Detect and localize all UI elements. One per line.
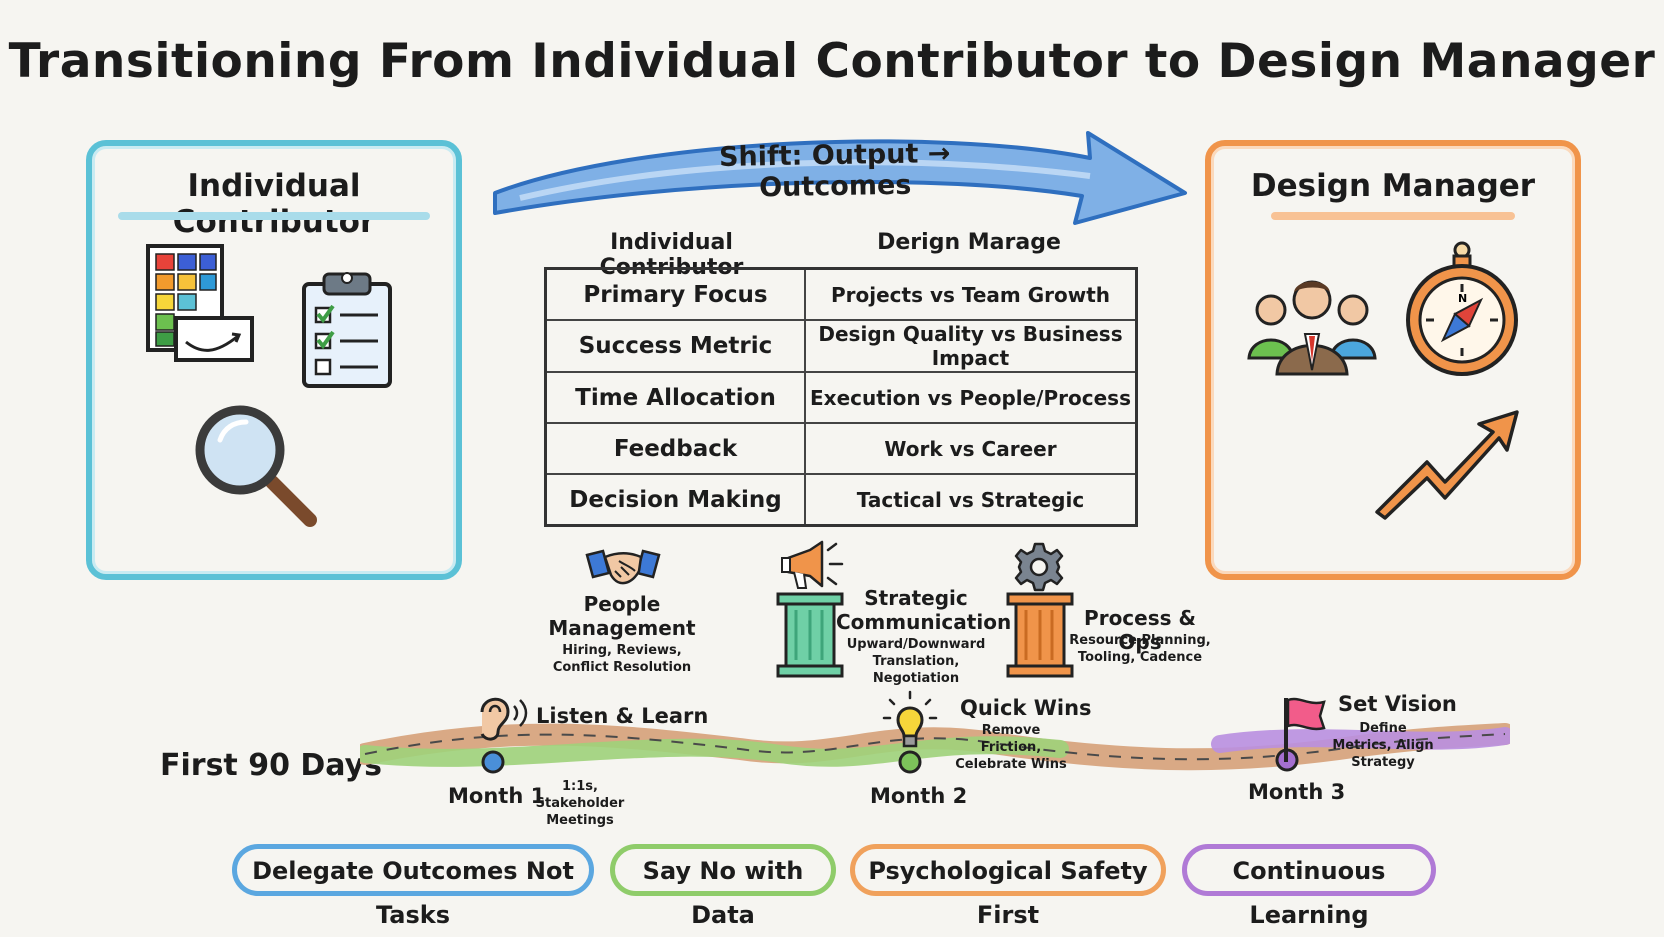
ic-title-underline [118, 212, 430, 220]
milestone-sub: Define Metrics, Align Strategy [1332, 721, 1434, 770]
row-value: Tactical vs Strategic [804, 473, 1138, 527]
shift-arrow [493, 131, 1187, 225]
row-value: Work vs Career [804, 422, 1138, 475]
dm-panel: Design Manager N [1205, 140, 1581, 580]
milestone-month: Month 3 [1248, 780, 1346, 804]
milestone-title: Quick Wins [960, 696, 1092, 720]
milestone-title: Listen & Learn [536, 704, 709, 728]
orange-pillar [1006, 592, 1074, 678]
magnifying-glass-icon [195, 405, 317, 527]
timeline-road [360, 723, 1510, 774]
table-row: Feedback Work vs Career [544, 422, 1138, 475]
row-value: Design Quality vs Business Impact [804, 319, 1138, 373]
milestone-sub: Remove Friction, Celebrate Wins [955, 723, 1067, 772]
row-label: Feedback [544, 422, 806, 475]
color-palette-icon [146, 244, 254, 362]
table-row: Time Allocation Execution vs People/Proc… [544, 371, 1138, 424]
principle-pill: Psychological Safety First [850, 844, 1166, 929]
ic-panel: Individual Contributor [86, 140, 462, 580]
handshake-icon [585, 549, 661, 585]
milestone-month: Month 2 [870, 784, 968, 808]
growth-arrow-icon [1375, 410, 1519, 520]
row-label: Time Allocation [544, 371, 806, 424]
table-row: Primary Focus Projects vs Team Growth [544, 267, 1138, 321]
compass-icon: N [1406, 241, 1518, 376]
skill-title: Process & Ops [1084, 606, 1196, 654]
gear-icon [1014, 542, 1064, 592]
milestone-title: Set Vision [1338, 692, 1457, 716]
table-row: Success Metric Design Quality vs Busines… [544, 319, 1138, 373]
shift-label: Shift: Output → Outcomes [718, 137, 951, 204]
dm-panel-title: Design Manager [1250, 168, 1536, 204]
row-value: Execution vs People/Process [804, 371, 1138, 424]
page-title: Transitioning From Individual Contributo… [8, 34, 1656, 89]
skill-sub: Hiring, Reviews, Conflict Resolution [552, 643, 692, 675]
table-row: Decision Making Tactical vs Strategic [544, 473, 1138, 527]
row-label: Success Metric [544, 319, 806, 373]
skill-title: Strategic Communication [836, 586, 1012, 634]
milestone-month: Month 1 [448, 784, 546, 808]
ic-panel-title: Individual Contributor [172, 168, 376, 240]
megaphone-icon [781, 540, 844, 589]
row-label: Primary Focus [544, 267, 806, 321]
timeline-label: First 90 Days [160, 748, 383, 783]
team-people-icon [1247, 280, 1377, 376]
row-label: Decision Making [544, 473, 806, 527]
lightbulb-icon [882, 690, 938, 748]
skill-sub: Resource Planning, Tooling, Cadence [1069, 633, 1211, 665]
skill-title: People Management [548, 592, 696, 640]
skill-sub: Upward/Downward Translation, Negotiation [846, 637, 986, 686]
milestone-sub: 1:1s, Stakeholder Meetings [535, 779, 625, 828]
principle-pill: Delegate Outcomes Not Tasks [232, 844, 594, 929]
principle-pill: Continuous Learning [1182, 844, 1436, 929]
flag-icon [1284, 697, 1326, 762]
dm-title-underline [1271, 212, 1515, 220]
comparison-table: Primary Focus Projects vs Team Growth Su… [544, 267, 1138, 527]
clipboard-checklist-icon [302, 272, 392, 388]
green-pillar [776, 592, 844, 678]
principle-pill: Say No with Data [610, 844, 836, 929]
ear-icon [480, 697, 528, 741]
svg-text:N: N [1458, 292, 1467, 305]
row-value: Projects vs Team Growth [804, 267, 1138, 321]
table-header-dm: Derign Marage [877, 230, 1061, 255]
